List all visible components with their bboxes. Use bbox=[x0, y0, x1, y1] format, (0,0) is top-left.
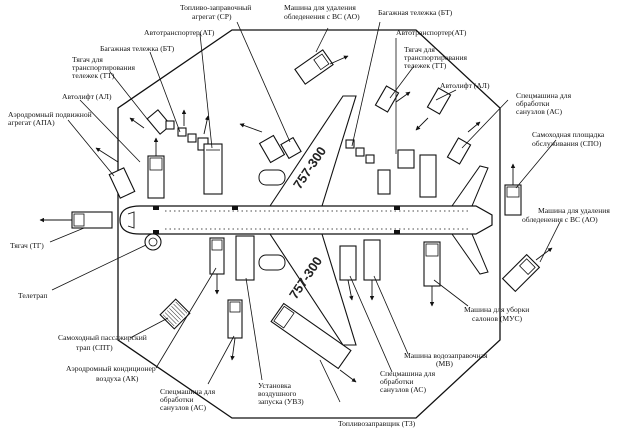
label-deicing-top-2: обледенения с ВС (АО) bbox=[284, 12, 360, 21]
label-service-platform: Самоходная площадка bbox=[532, 130, 605, 139]
label-cart-tug-right-2: транспортирования bbox=[404, 53, 468, 62]
label-passenger-stairs: Самоходный пассажирский bbox=[58, 333, 147, 342]
aircraft-fuselage bbox=[119, 205, 493, 235]
lavatory-service-top-right bbox=[446, 137, 472, 165]
fuel-dispenser-upper bbox=[258, 134, 286, 164]
label-lavatory-bottom-left-3: санузлов (АС) bbox=[160, 403, 206, 412]
label-deicing-top: Машина для удаления bbox=[284, 3, 356, 12]
cart-tug-right bbox=[374, 85, 400, 113]
label-ground-power-unit: Аэродромный подвижной bbox=[8, 110, 92, 119]
air-start-unit bbox=[235, 235, 255, 281]
baggage-carts-left bbox=[165, 120, 209, 151]
label-cart-tug-left-2: транспортирования bbox=[72, 63, 136, 72]
label-air-start-unit: Установка bbox=[258, 381, 292, 390]
cockpit-windows bbox=[127, 211, 135, 229]
fuel-dispenser-upper-2 bbox=[280, 136, 302, 160]
label-lavatory-bottom-left: Спецмашина для bbox=[160, 387, 216, 396]
label-air-conditioner-2: воздуха (АК) bbox=[96, 374, 139, 383]
door-rear-left bbox=[394, 206, 400, 210]
engine-lower bbox=[258, 254, 286, 271]
label-air-start-unit-3: запуска (УВЗ) bbox=[258, 397, 304, 406]
catering-lift-left-top bbox=[146, 109, 172, 135]
label-fuel-dispenser: Топливо-заправочный bbox=[180, 3, 251, 12]
label-air-start-unit-2: воздушного bbox=[258, 389, 296, 398]
label-lavatory-bottom-mid-3: санузлов (АС) bbox=[380, 385, 426, 394]
label-tug: Тягач (ТГ) bbox=[10, 241, 44, 250]
label-deicing-right: Машина для удаления bbox=[538, 206, 610, 215]
fuel-truck bbox=[270, 302, 352, 370]
label-lavatory-bottom-mid-2: обработки bbox=[380, 377, 413, 386]
deicing-machine-top bbox=[294, 49, 334, 85]
lavatory-service-bottom-left bbox=[227, 299, 243, 339]
deicing-machine-right bbox=[501, 253, 541, 293]
door-front-left bbox=[153, 206, 159, 210]
baggage-carts-right bbox=[345, 139, 375, 164]
teletrap bbox=[144, 233, 162, 251]
label-cabin-cleaning: Машина для уборки bbox=[464, 305, 529, 314]
label-passenger-stairs-2: трап (СПТ) bbox=[76, 343, 113, 352]
stabilizer-lower bbox=[451, 233, 489, 275]
label-catering-lift-right: Автолифт (АЛ) bbox=[440, 81, 490, 90]
label-teletrap: Телетрап bbox=[18, 291, 47, 300]
catering-lift-left bbox=[147, 155, 165, 199]
stabilizer-upper bbox=[451, 165, 489, 207]
door-rear-right bbox=[394, 230, 400, 234]
label-cart-tug-right-3: тележек (ТТ) bbox=[404, 61, 447, 70]
label-service-platform-2: обслуживания (СПО) bbox=[532, 139, 602, 148]
label-deicing-right-2: обледенения с ВС (АО) bbox=[522, 215, 598, 224]
service-platform bbox=[504, 184, 522, 216]
label-lavatory-top-right: Спецмашина для bbox=[516, 91, 572, 100]
air-conditioner-unit bbox=[209, 237, 225, 275]
label-baggage-cart-left: Багажная тележка (БТ) bbox=[100, 44, 175, 53]
label-catering-lift-left: Автолифт (АЛ) bbox=[62, 92, 112, 101]
passenger-stairs bbox=[159, 298, 191, 330]
label-ground-power-unit-2: агрегат (АПА) bbox=[8, 118, 55, 127]
label-fuel-dispenser-2: агрегат (СР) bbox=[192, 12, 232, 21]
label-air-conditioner: Аэродромный кондиционер bbox=[66, 364, 156, 373]
belt-loader-left bbox=[203, 143, 223, 195]
label-cart-tug-left: Тягач для bbox=[72, 55, 103, 64]
catering-lift-right-top bbox=[426, 87, 452, 115]
label-water-truck-2: (МВ) bbox=[436, 359, 453, 368]
engine-upper bbox=[258, 169, 286, 186]
belt-loader-right bbox=[377, 149, 415, 195]
water-service-truck bbox=[339, 239, 381, 281]
catering-lift-right bbox=[419, 154, 437, 198]
label-baggage-cart-top-right: Багажная тележка (БТ) bbox=[378, 8, 453, 17]
label-cart-tug-right: Тягач для bbox=[404, 45, 435, 54]
label-lavatory-bottom-mid: Спецмашина для bbox=[380, 369, 436, 378]
label-fuel-truck: Топливозаправщик (ТЗ) bbox=[338, 419, 416, 428]
label-water-truck: Машина водозаправочная bbox=[404, 351, 488, 360]
label-lavatory-top-right-2: обработки bbox=[516, 99, 549, 108]
cabin-cleaning-machine bbox=[423, 241, 441, 287]
ground-power-unit bbox=[108, 167, 136, 199]
label-cabin-cleaning-2: салонов (МУС) bbox=[472, 314, 523, 323]
label-conveyor-top-right: Автотранспортер(АТ) bbox=[396, 28, 467, 37]
door-mid-left bbox=[232, 206, 238, 210]
label-conveyor-top-left: Автотранспортер(АТ) bbox=[144, 28, 215, 37]
label-lavatory-top-right-3: санузлов (АС) bbox=[516, 107, 562, 116]
label-cart-tug-left-3: тележек (ТТ) bbox=[72, 71, 115, 80]
tug-vehicle bbox=[71, 211, 113, 229]
door-front-right bbox=[153, 230, 159, 234]
label-lavatory-bottom-left-2: обработки bbox=[160, 395, 193, 404]
